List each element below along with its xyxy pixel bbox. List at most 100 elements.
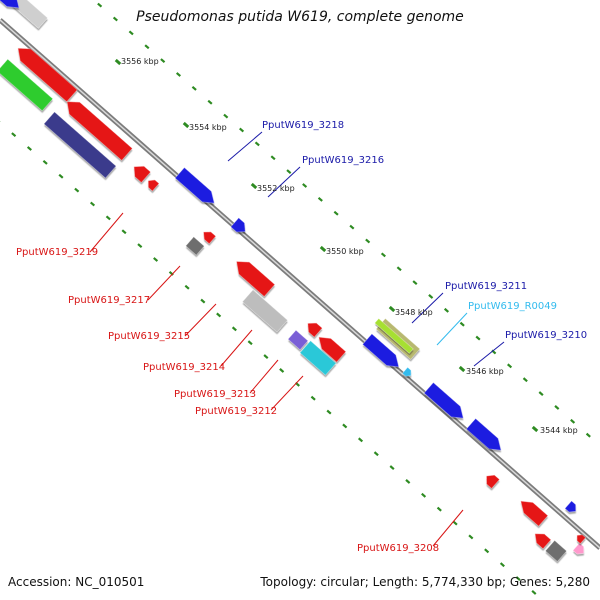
gene-glyph-grey-3215[interactable] bbox=[241, 289, 289, 333]
gene-label-pputw619-3208[interactable]: PputW619_3208 bbox=[357, 543, 439, 554]
tick-dot bbox=[468, 534, 474, 540]
tick-dot bbox=[317, 196, 323, 202]
gene-glyph-red-e[interactable] bbox=[483, 472, 501, 490]
gene-glyph-cyan-3212[interactable] bbox=[299, 340, 337, 376]
gene-glyph-pink-f[interactable] bbox=[572, 542, 587, 557]
gene-glyph-blue-3210b[interactable] bbox=[465, 417, 505, 456]
major-tick bbox=[250, 182, 258, 190]
gene-glyph-red-c[interactable] bbox=[145, 177, 160, 192]
gene-glyph-rna-r0049[interactable] bbox=[401, 366, 413, 378]
label-leaders bbox=[89, 131, 505, 547]
tick-dot bbox=[396, 266, 402, 272]
gene-glyph-red-b[interactable] bbox=[129, 161, 152, 184]
leader-3216 bbox=[267, 166, 301, 198]
gene-glyph-rna-r0049-highlight bbox=[401, 366, 412, 377]
tick-dot bbox=[128, 30, 134, 36]
gene-label-pputw619-r0049[interactable]: PputW619_R0049 bbox=[468, 301, 557, 312]
tick-dot bbox=[475, 335, 481, 341]
ruler-labels: 3556 kbp 3554 kbp 3552 kbp 3550 kbp 3548… bbox=[121, 57, 578, 435]
tick-dot bbox=[137, 243, 143, 249]
gene-glyph-cyan-3212-shape bbox=[299, 340, 337, 376]
gene-glyph-blue-3210a[interactable] bbox=[423, 381, 468, 424]
gene-glyph-red-3208-shape bbox=[520, 501, 548, 527]
leader-3214 bbox=[220, 329, 253, 367]
gene-glyph-red-f[interactable] bbox=[531, 529, 552, 550]
gene-glyph-blue-3211[interactable] bbox=[362, 333, 404, 372]
tick-dot bbox=[286, 169, 292, 175]
tick-dot bbox=[42, 159, 48, 165]
gene-glyph-red-3217[interactable] bbox=[200, 228, 217, 245]
gene-glyph-red-3214-shape bbox=[307, 323, 323, 338]
gene-glyph-blue-3216[interactable] bbox=[230, 217, 249, 236]
gene-label-pputw619-3210[interactable]: PputW619_3210 bbox=[505, 330, 587, 341]
tick-dot bbox=[443, 307, 450, 313]
gene-glyph-cyan-3212-highlight bbox=[299, 340, 337, 376]
gene-label-pputw619-3218[interactable]: PputW619_3218 bbox=[262, 120, 344, 131]
gene-label-pputw619-3212[interactable]: PputW619_3212 bbox=[195, 406, 277, 417]
major-tick bbox=[319, 245, 327, 253]
gene-glyph-red-3217-highlight bbox=[203, 231, 217, 245]
gene-glyph-navy-a[interactable] bbox=[43, 111, 117, 179]
gene-glyph-blue-3218[interactable] bbox=[174, 166, 219, 209]
genome-backbone bbox=[0, 18, 600, 550]
gene-glyph-red-3215[interactable] bbox=[231, 255, 276, 298]
gene-glyph-blue-f-highlight bbox=[564, 500, 577, 513]
gene-glyph-purple-3213-highlight bbox=[287, 329, 309, 351]
tick-dot bbox=[436, 506, 442, 512]
gene-glyph-grey-3217[interactable] bbox=[185, 236, 205, 256]
tick-dot bbox=[326, 409, 332, 415]
major-tick bbox=[182, 121, 190, 129]
leader-3217 bbox=[147, 265, 181, 301]
tick-dot bbox=[342, 423, 348, 429]
major-tick bbox=[388, 305, 396, 313]
gene-glyph-red-a[interactable] bbox=[13, 42, 78, 103]
gene-glyph-red-3219[interactable] bbox=[62, 96, 133, 161]
tick-dot bbox=[11, 132, 17, 138]
gene-glyph-red-3219-highlight bbox=[66, 101, 133, 161]
gene-glyph-red-3208[interactable] bbox=[516, 496, 549, 527]
gene-labels: PputW619_3218 PputW619_3216 PputW619_321… bbox=[16, 120, 587, 554]
ruler-label-3556: 3556 kbp bbox=[121, 57, 159, 66]
ruler-label-3546: 3546 kbp bbox=[466, 367, 504, 376]
gene-label-pputw619-3219[interactable]: PputW619_3219 bbox=[16, 247, 98, 258]
gene-label-pputw619-3214[interactable]: PputW619_3214 bbox=[143, 362, 225, 373]
gene-glyph-red-a-shape bbox=[17, 48, 78, 102]
gene-glyph-red-f-shape bbox=[534, 533, 551, 549]
gene-glyph-blue-f[interactable] bbox=[564, 500, 579, 515]
ruler-label-3550: 3550 kbp bbox=[326, 247, 364, 256]
gene-glyph-grey-f-shape bbox=[545, 540, 567, 562]
gene-glyph-green-a[interactable] bbox=[0, 58, 54, 112]
gene-glyph-red-g[interactable] bbox=[574, 532, 587, 545]
tick-dot bbox=[26, 146, 32, 151]
accession-text: Accession: NC_010501 bbox=[8, 575, 145, 589]
gene-glyph-red-a-highlight bbox=[17, 47, 78, 103]
ruler-label-3554: 3554 kbp bbox=[189, 123, 227, 132]
tick-dot bbox=[421, 492, 427, 498]
gene-glyph-grey-top[interactable] bbox=[7, 0, 49, 30]
tick-dot bbox=[428, 294, 434, 299]
tick-dot bbox=[279, 368, 285, 373]
tick-dot bbox=[499, 562, 505, 568]
gene-glyph-red-3208-highlight bbox=[520, 500, 549, 527]
gene-glyph-grey-f[interactable] bbox=[544, 539, 568, 563]
gene-glyph-purple-3213[interactable] bbox=[287, 329, 309, 351]
gene-label-pputw619-3215[interactable]: PputW619_3215 bbox=[108, 331, 190, 342]
gene-glyph-navy-a-highlight bbox=[43, 111, 117, 179]
gene-glyph-green-a-highlight bbox=[0, 58, 54, 112]
gene-label-pputw619-3213[interactable]: PputW619_3213 bbox=[174, 389, 256, 400]
gene-glyph-red-d[interactable] bbox=[314, 332, 347, 363]
ruler-label-3544: 3544 kbp bbox=[540, 426, 578, 435]
leader-3218 bbox=[227, 131, 263, 162]
gene-label-pputw619-3216[interactable]: PputW619_3216 bbox=[302, 155, 384, 166]
tick-dot bbox=[570, 418, 576, 424]
gene-glyph-red-3214[interactable] bbox=[304, 319, 323, 338]
gene-glyph-red-c-shape bbox=[148, 179, 160, 192]
tick-dot bbox=[239, 127, 245, 133]
gene-glyph-blue-3218-highlight bbox=[174, 166, 215, 204]
tick-dot bbox=[585, 432, 591, 438]
gene-glyph-lime-r0049[interactable] bbox=[374, 317, 414, 355]
gene-label-pputw619-3217[interactable]: PputW619_3217 bbox=[68, 295, 150, 306]
gene-glyph-blue-top[interactable] bbox=[0, 0, 24, 13]
gene-label-pputw619-3211[interactable]: PputW619_3211 bbox=[445, 281, 527, 292]
gene-glyph-red-3219-shape bbox=[66, 101, 133, 161]
